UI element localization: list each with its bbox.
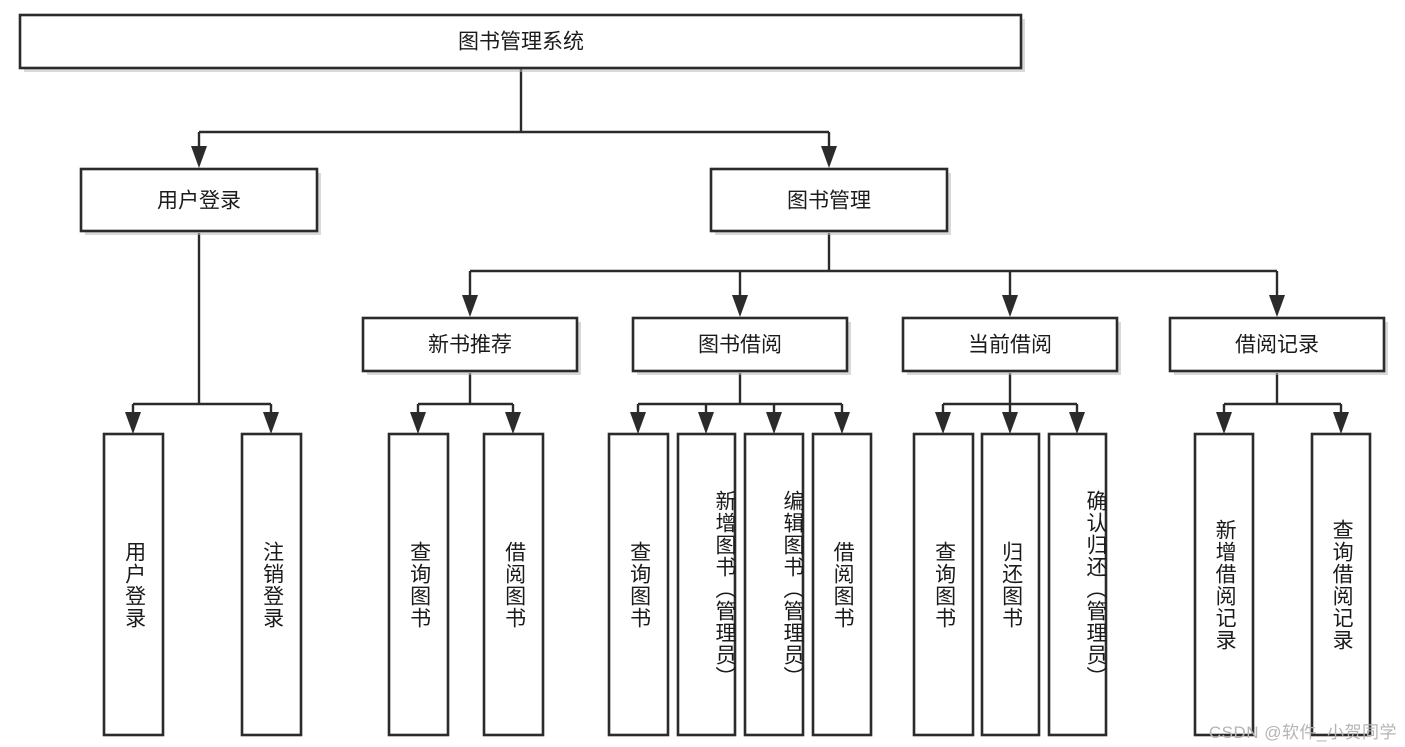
node-bookmgmt[interactable] bbox=[709, 167, 949, 233]
node-leaf2[interactable] bbox=[240, 432, 303, 737]
node-current-label: 当前借阅 bbox=[968, 334, 1052, 357]
node-borrow[interactable] bbox=[631, 316, 849, 373]
arrow-current bbox=[1002, 295, 1018, 317]
node-leaf12[interactable] bbox=[1193, 432, 1255, 737]
watermark-text: CSDN @软件_小贺同学 bbox=[1208, 723, 1397, 742]
node-leaf9[interactable] bbox=[912, 432, 975, 737]
node-current[interactable] bbox=[901, 316, 1119, 373]
arrow-bookmgmt bbox=[821, 146, 837, 168]
node-records[interactable] bbox=[1168, 316, 1386, 373]
arrow-newbook bbox=[462, 295, 478, 317]
node-leaf5[interactable] bbox=[607, 432, 670, 737]
node-login-label: 用户登录 bbox=[157, 190, 241, 213]
node-borrow-label: 图书借阅 bbox=[698, 334, 782, 357]
node-leaf11[interactable] bbox=[1047, 432, 1108, 737]
arrow-leaf13 bbox=[1333, 412, 1349, 434]
arrow-leaf6 bbox=[698, 412, 714, 434]
arrow-leaf9 bbox=[935, 412, 951, 434]
arrow-leaf2 bbox=[263, 412, 279, 434]
arrow-leaf10 bbox=[1002, 412, 1018, 434]
arrow-leaf4 bbox=[505, 412, 521, 434]
node-root[interactable] bbox=[18, 13, 1023, 70]
arrow-leaf12 bbox=[1216, 412, 1232, 434]
node-bookmgmt-label: 图书管理 bbox=[787, 190, 871, 213]
arrow-records bbox=[1269, 295, 1285, 317]
node-layer: 图书管理系统 用户登录 图书管理 新书推荐 图书借阅 当前借阅 借阅记录 bbox=[18, 13, 1388, 737]
node-leaf10[interactable] bbox=[980, 432, 1041, 737]
node-leaf13[interactable] bbox=[1310, 432, 1372, 737]
connector-layer bbox=[125, 68, 1349, 434]
arrow-leaf3 bbox=[410, 412, 426, 434]
node-login[interactable] bbox=[79, 167, 319, 233]
node-leaf1[interactable] bbox=[102, 432, 165, 737]
arrow-leaf7 bbox=[766, 412, 782, 434]
arrow-borrow bbox=[732, 295, 748, 317]
node-leaf8[interactable] bbox=[811, 432, 873, 737]
arrow-login bbox=[191, 146, 207, 168]
node-leaf3[interactable] bbox=[387, 432, 450, 737]
arrow-leaf8 bbox=[834, 412, 850, 434]
arrow-leaf11 bbox=[1069, 412, 1085, 434]
node-records-label: 借阅记录 bbox=[1235, 334, 1319, 357]
node-root-label: 图书管理系统 bbox=[458, 31, 584, 54]
node-leaf6[interactable] bbox=[676, 432, 737, 737]
node-leaf4[interactable] bbox=[482, 432, 545, 737]
arrow-leaf1 bbox=[125, 412, 141, 434]
node-newbook-label: 新书推荐 bbox=[428, 334, 512, 357]
node-newbook[interactable] bbox=[361, 316, 579, 373]
node-leaf7[interactable] bbox=[743, 432, 805, 737]
arrow-leaf5 bbox=[630, 412, 646, 434]
